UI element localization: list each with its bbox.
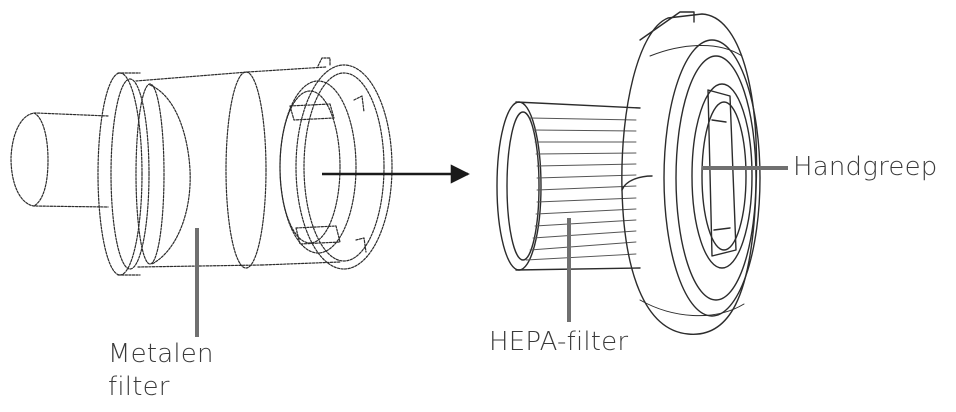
metal-filter-drawing	[10, 57, 393, 276]
label-hepa-filter: HEPA-filter	[489, 327, 629, 357]
label-handle: Handgreep	[793, 152, 938, 182]
label-metal-filter-line2: filter	[108, 372, 170, 402]
hepa-filter-drawing	[496, 11, 761, 335]
label-metal-filter-line1: Metalen	[108, 339, 214, 369]
